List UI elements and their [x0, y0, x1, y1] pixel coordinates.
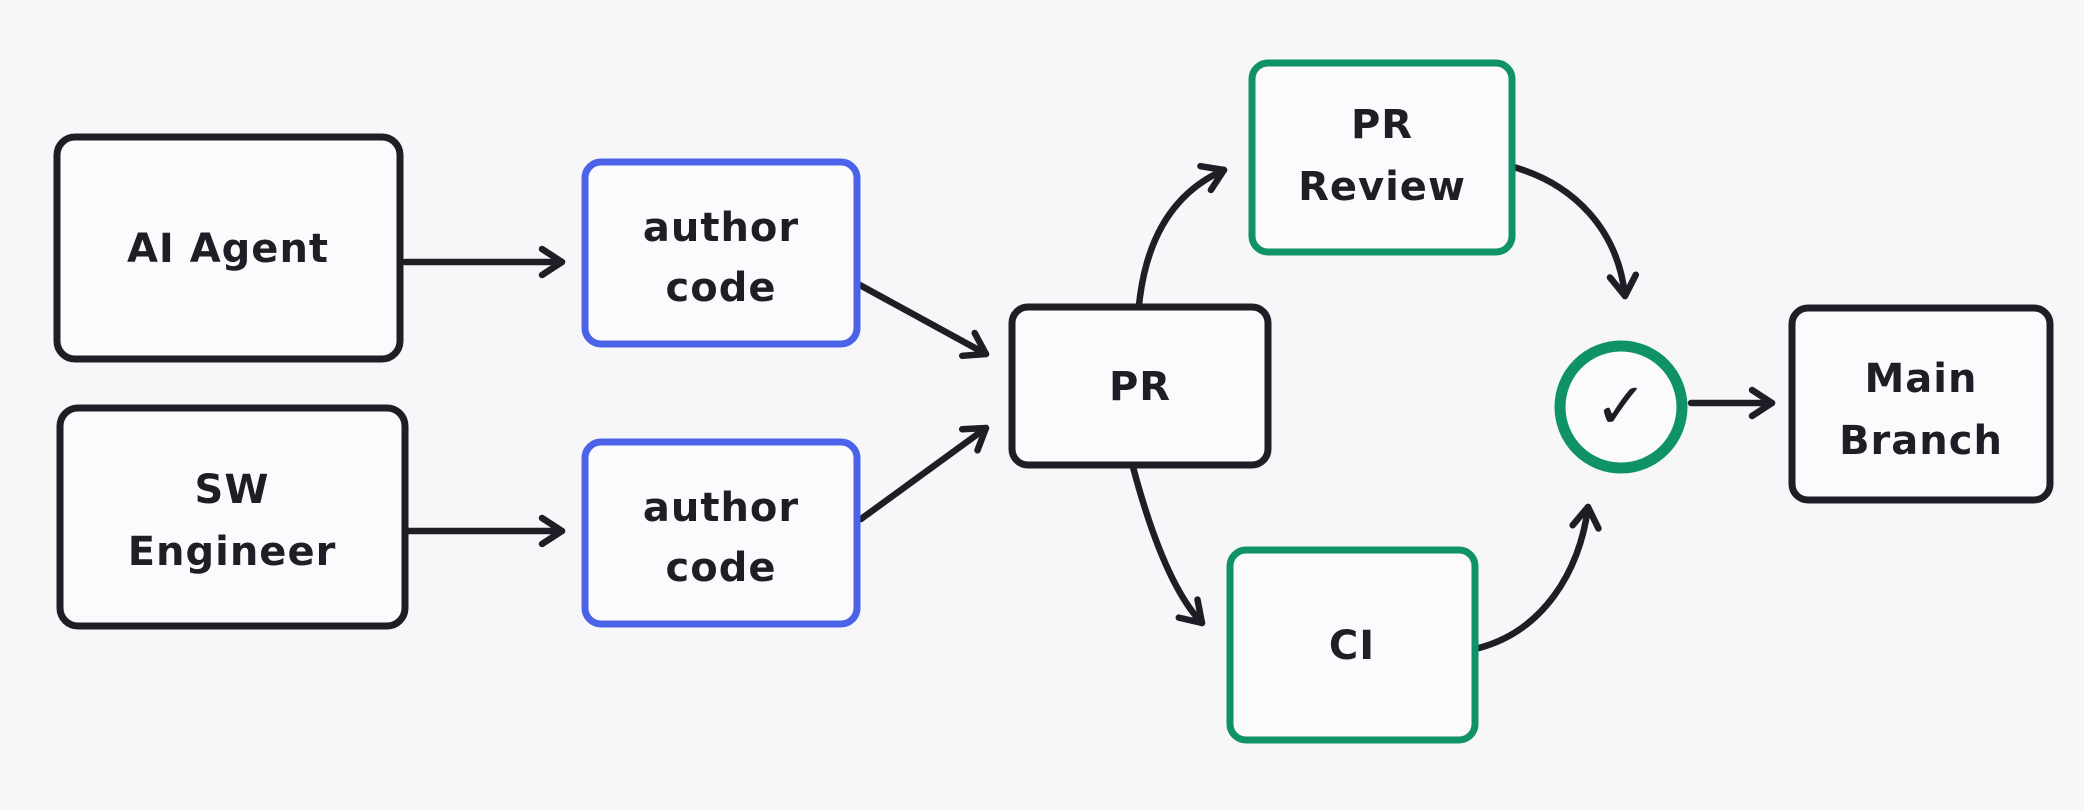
node-pr-review: PR Review: [1248, 59, 1516, 256]
author-code-top-label-line2: code: [666, 265, 777, 311]
pr-review-box: [1248, 59, 1516, 256]
sw-engineer-label-line2: Engineer: [128, 529, 337, 575]
author-code-top-label-line1: author: [643, 205, 799, 251]
node-pr: PR: [1008, 303, 1272, 469]
node-sw-engineer: SW Engineer: [56, 404, 409, 630]
node-ai-agent: AI Agent: [53, 133, 404, 363]
pr-review-label-line2: Review: [1298, 164, 1466, 210]
arrow-pr-to-pr-review: [1135, 162, 1228, 309]
pr-review-label-line1: PR: [1351, 102, 1413, 148]
arrow-ci-to-check: [1471, 503, 1602, 653]
ai-agent-box: [53, 133, 404, 363]
sw-engineer-box: [56, 404, 409, 630]
node-author-code-top: author code: [581, 158, 861, 348]
ci-box: [1226, 546, 1479, 744]
arrow-author-code-bottom-to-pr: [857, 424, 990, 523]
main-branch-label-line1: Main: [1865, 356, 1978, 402]
node-main-branch: Main Branch: [1788, 304, 2054, 504]
author-code-bottom-label-line2: code: [666, 545, 777, 591]
arrow-pr-review-to-check: [1506, 162, 1640, 300]
ci-label: CI: [1329, 623, 1375, 669]
ai-agent-label: AI Agent: [127, 226, 329, 272]
main-branch-label-line2: Branch: [1839, 418, 2003, 464]
author-code-bottom-box: [581, 438, 861, 628]
node-approval-check: ✓: [1554, 340, 1688, 474]
approval-check-circle: [1554, 340, 1688, 474]
arrow-author-code-top-to-pr: [854, 280, 990, 360]
pr-label: PR: [1109, 364, 1171, 410]
main-branch-box: [1788, 304, 2054, 504]
pr-box: [1008, 303, 1272, 469]
sw-engineer-label-line1: SW: [195, 467, 270, 513]
author-code-bottom-label-line1: author: [643, 485, 799, 531]
author-code-top-box: [581, 158, 861, 348]
node-author-code-bottom: author code: [581, 438, 861, 628]
node-ci: CI: [1226, 546, 1479, 744]
check-icon: ✓: [1594, 370, 1648, 444]
arrow-pr-to-ci: [1129, 463, 1206, 627]
edges-layer: [401, 162, 1776, 653]
